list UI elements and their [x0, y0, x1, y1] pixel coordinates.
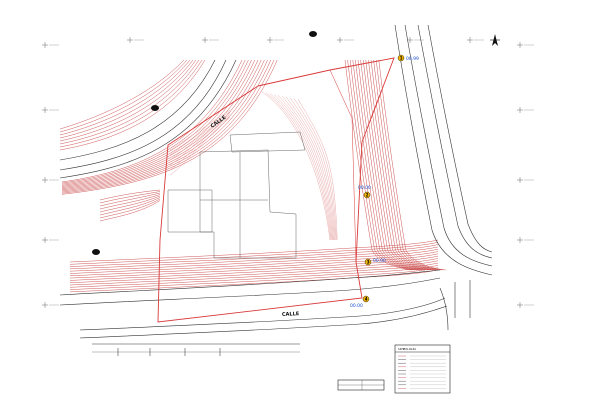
grid-cross-icon — [517, 107, 534, 113]
inner-contours — [169, 91, 338, 241]
svg-text:00.99: 00.99 — [406, 56, 419, 62]
bottom-right-road-3 — [439, 287, 449, 331]
survey-marker-2: 2 00.00 — [358, 185, 371, 199]
svg-text:2: 2 — [366, 193, 369, 198]
bottom-road-4 — [79, 305, 448, 339]
svg-text:4: 4 — [365, 297, 368, 302]
right-road-edge-4 — [427, 24, 493, 253]
svg-text:00.00: 00.00 — [350, 303, 363, 309]
side-building — [167, 189, 213, 233]
grid-cross-icon — [517, 302, 534, 308]
grid-cross-icon — [517, 237, 534, 243]
bottom-road-3 — [79, 297, 446, 331]
grid-cross-icon — [267, 37, 284, 43]
grid-cross-icon — [407, 37, 424, 43]
survey-marker-icon — [362, 295, 370, 303]
legend-title: SIMBOLOGÍA — [398, 346, 416, 351]
grid-crosses — [42, 37, 534, 308]
survey-marker-3: 3 00.00 — [364, 258, 386, 266]
grid-cross-icon — [517, 42, 534, 48]
road-linework — [59, 24, 493, 339]
grid-cross-icon — [202, 37, 219, 43]
upper-left-road-1 — [59, 59, 216, 161]
upper-left-road-2 — [59, 59, 227, 171]
right-road-edge-2 — [404, 24, 493, 267]
grid-cross-icon — [42, 302, 59, 308]
property-boundary — [157, 57, 395, 323]
bottom-road-2 — [59, 277, 441, 306]
bottom-road-1 — [59, 269, 441, 296]
grid-cross-icon — [467, 37, 484, 43]
grid-cross-icon — [517, 177, 534, 183]
survey-marker-1: 1 00.99 — [397, 54, 419, 62]
svg-text:3: 3 — [367, 260, 370, 265]
grid-cross-icon — [42, 42, 59, 48]
survey-marker-icon — [397, 54, 405, 62]
title-block — [337, 379, 385, 391]
terrace — [229, 131, 306, 153]
main-building — [199, 149, 297, 259]
road-markers — [92, 31, 317, 255]
section-ticks — [117, 348, 221, 356]
upper-left-road-3 — [59, 59, 237, 179]
north-arrow-icon — [490, 34, 500, 46]
svg-text:00.00: 00.00 — [373, 258, 386, 264]
svg-text:1: 1 — [400, 56, 403, 61]
grid-cross-icon — [42, 107, 59, 113]
legend-box: SIMBOLOGÍA — [394, 344, 451, 394]
survey-marker-icon — [364, 258, 372, 266]
right-road-edge-3 — [417, 24, 493, 259]
grid-cross-icon — [42, 237, 59, 243]
survey-marker-4: 4 00.00 — [350, 295, 370, 309]
grid-cross-icon — [42, 177, 59, 183]
grid-cross-icon — [127, 37, 144, 43]
grid-cross-icon — [337, 37, 354, 43]
contour-lines — [59, 59, 446, 293]
right-road-edge-1 — [394, 24, 493, 276]
svg-text:00.00: 00.00 — [358, 185, 371, 191]
building-footprints — [167, 131, 306, 259]
property-boundary-inner — [329, 69, 357, 263]
survey-marker-icon — [363, 191, 371, 199]
street-label-lower: CALLE — [282, 311, 300, 318]
